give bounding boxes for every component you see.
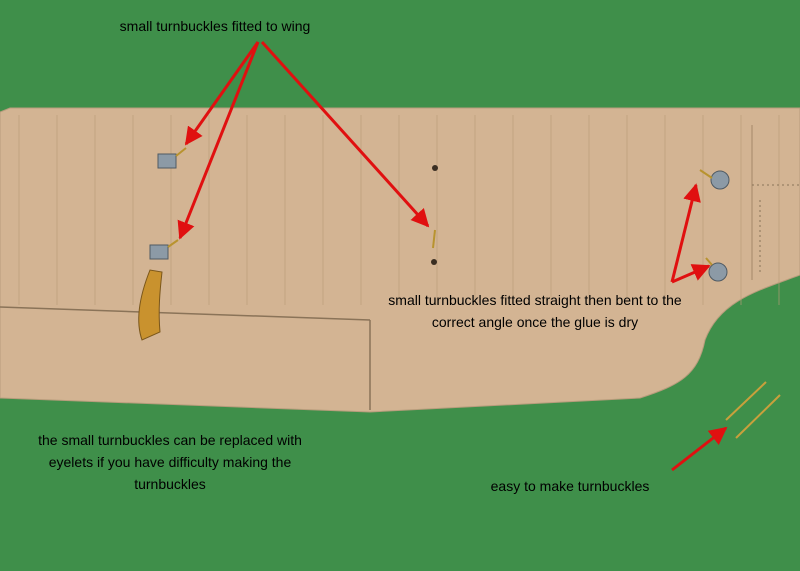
- turnbuckle-fitting: [705, 257, 728, 282]
- arrow: [184, 41, 260, 146]
- arrow: [670, 183, 701, 283]
- loose-turnbuckle: [725, 381, 767, 421]
- arrow: [260, 40, 430, 228]
- caption-easy-to-make: easy to make turnbuckles: [490, 478, 650, 494]
- caption-straight-then-bent: small turnbuckles fitted straight then b…: [388, 292, 682, 330]
- aileron-line: [0, 306, 371, 321]
- hole: [432, 165, 438, 171]
- arrow: [671, 264, 711, 284]
- caption-eyelets-note: the small turnbuckles can be replaced wi…: [38, 432, 302, 492]
- turnbuckle-fitting: [157, 147, 187, 169]
- caption-wing-turnbuckles: small turnbuckles fitted to wing: [119, 18, 311, 34]
- arrow: [177, 41, 260, 240]
- turnbuckle-fitting: [149, 239, 179, 260]
- loose-turnbuckle: [735, 394, 781, 439]
- hole: [431, 259, 437, 265]
- turnbuckle-straight: [432, 229, 436, 249]
- arrow: [671, 426, 728, 472]
- turnbuckle-fitting: [699, 169, 730, 190]
- control-horn: [138, 269, 163, 341]
